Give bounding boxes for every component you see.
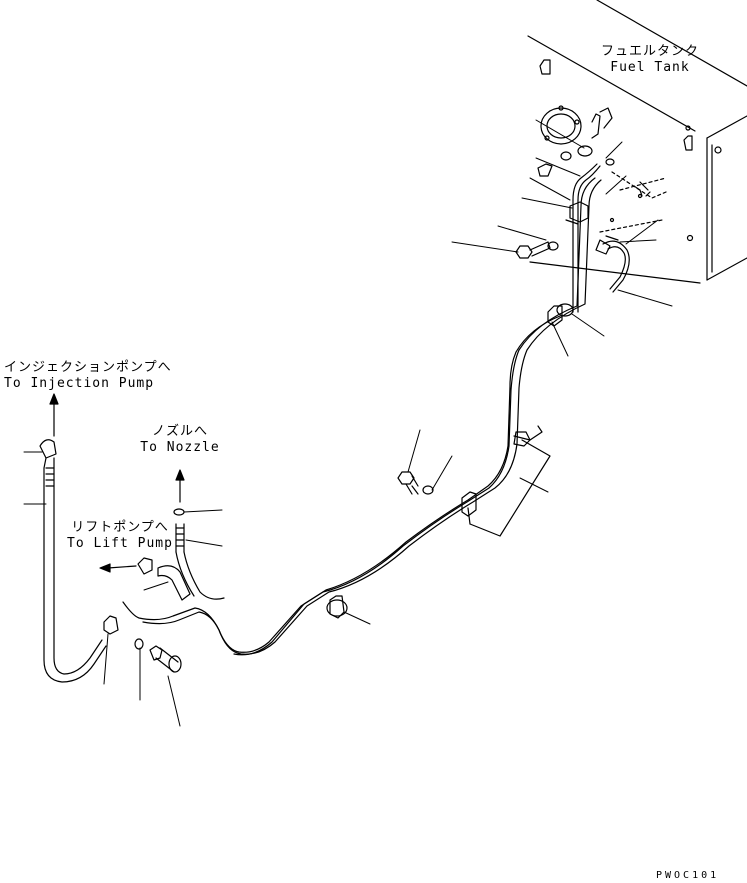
bracket-plate	[467, 439, 551, 537]
bolts	[134, 241, 559, 673]
lift-pump-pipe	[137, 557, 191, 601]
injection-pump-label-en: To Injection Pump	[4, 376, 155, 391]
pipe-clamps	[326, 201, 589, 619]
drawing-code: PWOC101	[656, 870, 720, 881]
nozzle-label-jp: ノズルへ	[151, 424, 208, 439]
fuel-tank	[527, 0, 747, 284]
fuel-tank-label-en: Fuel Tank	[610, 60, 690, 75]
nozzle-pipe	[173, 508, 225, 600]
lift-pump-label-jp: リフトポンプへ	[71, 520, 169, 535]
lift-pump-label-en: To Lift Pump	[67, 536, 173, 551]
injection-pump-pipe	[39, 439, 119, 683]
direction-arrows	[49, 393, 185, 573]
fuel-pipes	[122, 163, 602, 656]
return-hose	[595, 235, 630, 293]
injection-pump-label-jp: インジェクションポンプへ	[4, 360, 172, 375]
leader-lines	[23, 119, 673, 727]
fuel-tank-label-jp: フュエルタンク	[600, 44, 699, 59]
nozzle-label-en: To Nozzle	[140, 440, 220, 455]
